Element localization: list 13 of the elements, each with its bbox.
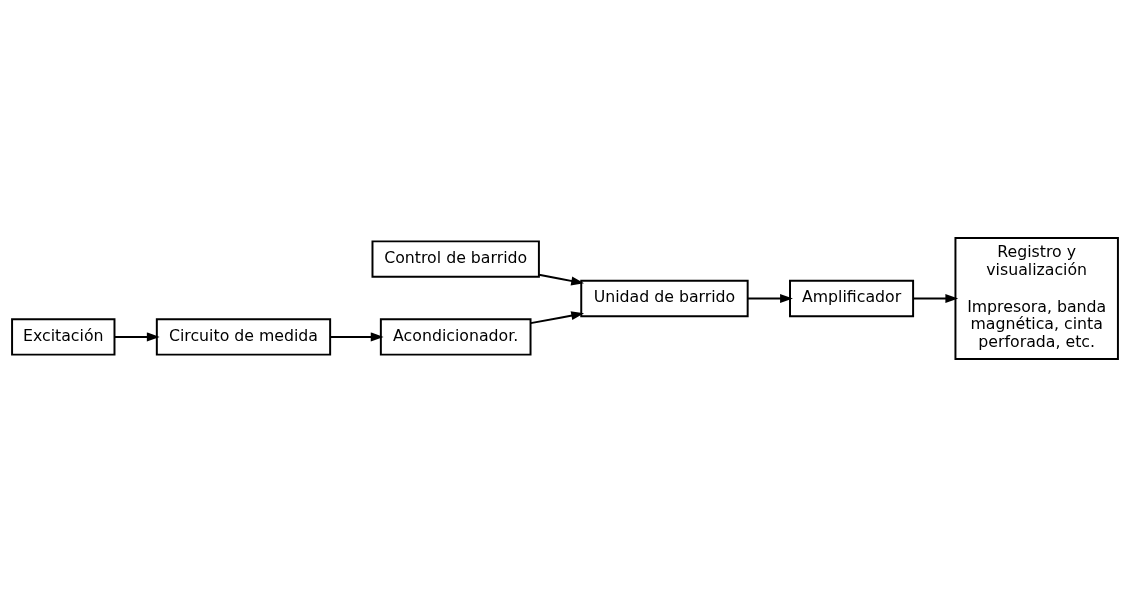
arrow bbox=[529, 311, 585, 325]
node-box: Acondicionador. bbox=[379, 318, 532, 356]
node-box: Excitación bbox=[11, 318, 116, 356]
node-box: Amplificador bbox=[789, 279, 915, 318]
arrow bbox=[113, 332, 160, 342]
arrow bbox=[329, 332, 384, 342]
arrow bbox=[746, 294, 793, 303]
node-box: Registro y visualización Impresora, banda magnética, cinta perforada, etc. bbox=[954, 236, 1119, 361]
arrow bbox=[912, 294, 959, 303]
node-box: Unidad de barrido bbox=[580, 279, 749, 318]
node-box: Circuito de medida bbox=[155, 318, 332, 356]
arrow bbox=[538, 273, 584, 286]
node-box: Control de barrido bbox=[371, 240, 540, 278]
